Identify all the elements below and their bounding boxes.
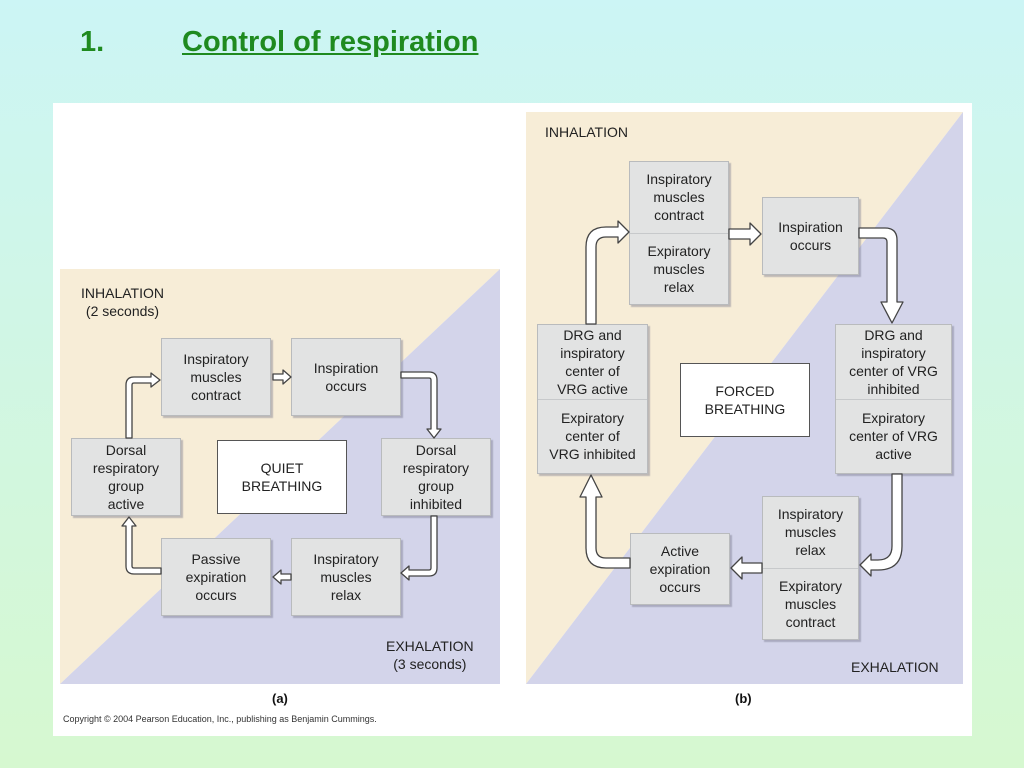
panel-a-exhalation-label: EXHALATION (3 seconds) <box>386 638 474 672</box>
box-inspiration-occurs: Inspiration occurs <box>291 338 401 416</box>
box-expiratory-center-inhibited: Expiratory center of VRG inhibited <box>538 398 647 474</box>
caption-b: (b) <box>735 691 752 706</box>
box-inspiration-occurs: Inspiration occurs <box>762 197 859 275</box>
caption-a: (a) <box>272 691 288 706</box>
box-inspiratory-muscles-relax: Inspiratory muscles relax <box>291 538 401 616</box>
box-active-expiration: Active expiration occurs <box>630 533 730 605</box>
panel-a-quiet-breathing: INHALATION (2 seconds) EXHALATION (3 sec… <box>60 269 500 684</box>
box-passive-expiration: Passive expiration occurs <box>161 538 271 616</box>
box-expiratory-center-active: Expiratory center of VRG active <box>836 398 951 474</box>
slide-heading: Control of respiration <box>182 26 479 58</box>
box-drg-vrg-active: DRG and inspiratory center of VRG active <box>557 326 628 397</box>
box-drg-active-expiratory-inhibited: DRG and inspiratory center of VRG active… <box>537 324 648 474</box>
box-dorsal-group-active: Dorsal respiratory group active <box>71 438 181 516</box>
panel-b-exhalation-label: EXHALATION <box>851 659 939 675</box>
quiet-breathing-label: QUIET BREATHING <box>217 440 347 514</box>
panel-b-inhalation-label: INHALATION <box>545 124 628 140</box>
box-expiratory-muscles-relax: Expiratory muscles relax <box>630 232 728 305</box>
box-expiratory-muscles-contract: Expiratory muscles contract <box>763 567 858 640</box>
box-drg-inhibited-expiratory-active: DRG and inspiratory center of VRG inhibi… <box>835 324 952 474</box>
panel-b-forced-breathing: INHALATION EXHALATION Inspiratory muscle… <box>526 112 963 684</box>
box-inspiratory-muscles-relax: Inspiratory muscles relax <box>777 506 844 559</box>
box-dorsal-group-inhibited: Dorsal respiratory group inhibited <box>381 438 491 516</box>
box-inspiratory-muscles-contract: Inspiratory muscles contract <box>646 171 712 224</box>
forced-breathing-label: FORCED BREATHING <box>680 363 810 437</box>
copyright-notice: Copyright © 2004 Pearson Education, Inc.… <box>63 714 377 724</box>
respiration-figure: INHALATION (2 seconds) EXHALATION (3 sec… <box>53 103 972 736</box>
panel-a-inhalation-label: INHALATION (2 seconds) <box>81 285 164 319</box>
box-inspiratory-muscles-contract: Inspiratory muscles contract <box>161 338 271 416</box>
box-inspiratory-relax-expiratory-contract: Inspiratory muscles relax Expiratory mus… <box>762 496 859 640</box>
box-drg-inspiratory-inhibited: DRG and inspiratory center of VRG inhibi… <box>849 326 938 397</box>
box-inspiratory-contract-expiratory-relax: Inspiratory muscles contract Expiratory … <box>629 161 729 305</box>
slide-number: 1. <box>80 26 105 58</box>
